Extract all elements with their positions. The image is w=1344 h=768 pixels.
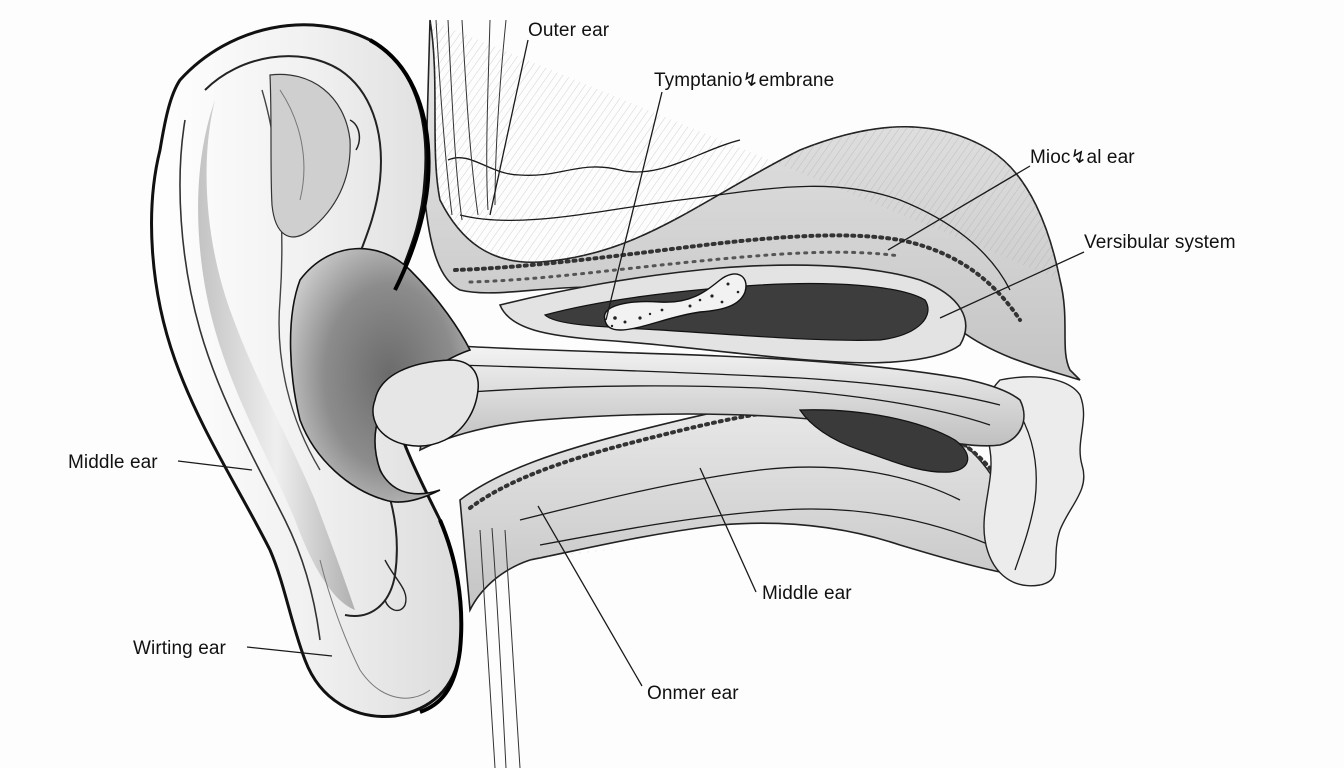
leader-vestibular-system [939, 251, 1085, 319]
leader-lines [177, 39, 1085, 687]
label-writing-ear: Wirting ear [133, 638, 227, 659]
ear-canal [418, 344, 1025, 473]
upper-nerve-fibers [435, 19, 507, 221]
ossicle-speckles [610, 282, 740, 328]
leader-onmer-ear [537, 505, 643, 687]
label-onmer-ear: Onmer ear [647, 683, 739, 704]
leader-middle-ear-right [699, 467, 757, 593]
label-middle-ear-right: Middle ear [762, 583, 852, 604]
label-tympanic-membrane: Tymptanio↯embrane [654, 70, 834, 91]
leader-miotal-ear [887, 165, 1031, 251]
label-miotal-ear: Mioc↯al ear [1030, 147, 1135, 168]
lower-nerve-fibers [479, 527, 521, 768]
leader-writing-ear [246, 646, 333, 657]
label-vestibular-system: Versibular system [1084, 232, 1236, 253]
auricle [150, 23, 479, 719]
middle-ear-cavity [498, 264, 967, 364]
leader-middle-ear-left [177, 460, 253, 471]
labels: Outer ear Tymptanio↯embrane Mioc↯al ear … [68, 20, 1236, 704]
label-outer-ear: Outer ear [528, 20, 610, 41]
leader-outer-ear [489, 39, 529, 216]
ossicle-chain [603, 273, 747, 331]
leader-tympanic-membrane [605, 91, 663, 321]
label-middle-ear-left: Middle ear [68, 452, 158, 473]
